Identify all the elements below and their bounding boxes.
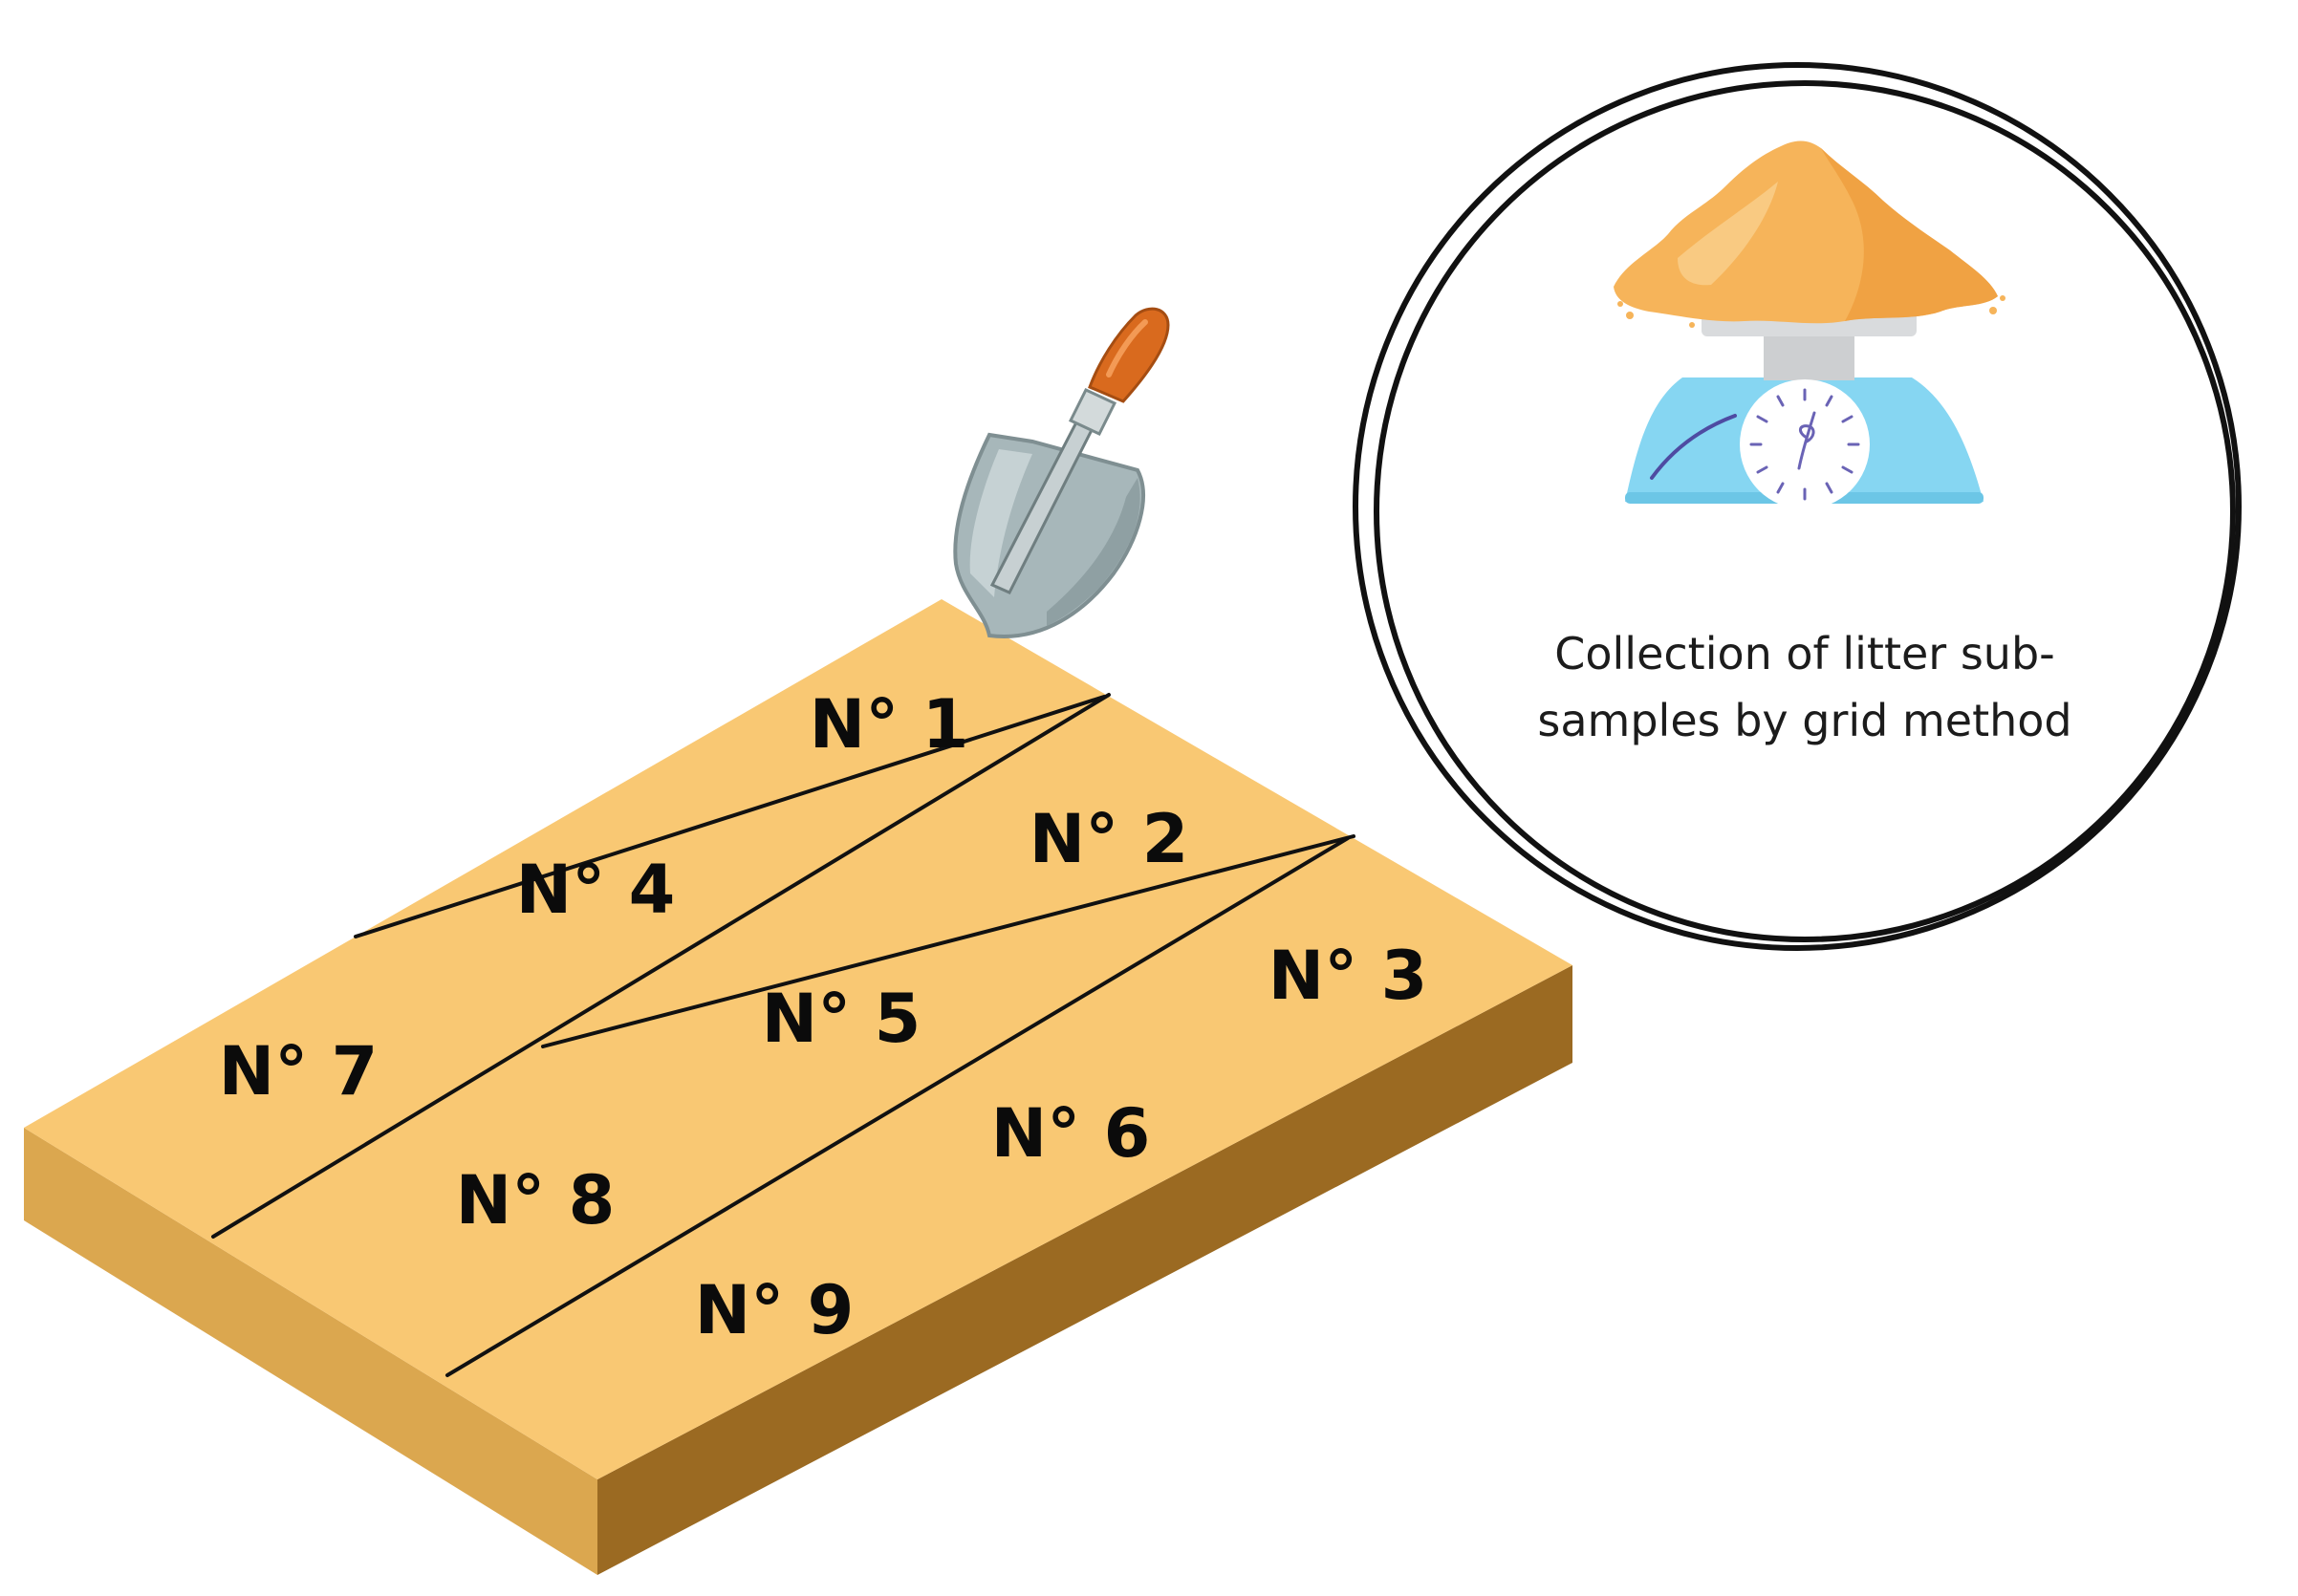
grid-cell-label-8: N° 8 [456, 1161, 616, 1240]
grid-cell-label-1: N° 1 [810, 685, 969, 764]
board-right-face [597, 965, 1572, 1575]
grid-cell-labels: N° 1 N° 2 N° 3 N° 4 N° 5 N° 6 N° 7 N° 8 … [219, 685, 1428, 1349]
grid-cell-label-4: N° 4 [516, 851, 676, 929]
litter-pile-shade [1821, 148, 1998, 321]
callout-ring-outer [1353, 62, 2242, 951]
trowel-handle [1088, 307, 1170, 403]
scale-dial-ticks [1749, 388, 1860, 501]
grid-cell-label-6: N° 6 [991, 1094, 1151, 1173]
trowel-handle-shine [1106, 319, 1148, 377]
grid-lines [211, 693, 1355, 1377]
scale-dial-needle [1797, 411, 1816, 470]
litter-pile-icon [1614, 140, 2005, 328]
grid-cell-label-7: N° 7 [219, 1032, 379, 1111]
trowel-blade-highlight [969, 449, 1032, 597]
litter-specks [1617, 295, 2005, 328]
grid-cell-label-3: N° 3 [1268, 937, 1428, 1015]
caption-line-1: Collection of litter sub- [1554, 628, 2055, 679]
trowel-ferrule [1068, 388, 1117, 436]
board-front-face [24, 1128, 597, 1575]
grid-cell-label-9: N° 9 [695, 1271, 855, 1349]
scale-accent-line [1650, 414, 1737, 480]
grid-line-c [211, 693, 1111, 1239]
callout-circle [1353, 62, 2242, 951]
grid-line-d [445, 836, 1350, 1377]
trowel-blade-shadow [1047, 478, 1140, 626]
callout-ring-inner [1374, 80, 2236, 942]
trowel-icon [953, 307, 1170, 638]
litter-plot-board [24, 599, 1572, 1575]
litter-pile-highlight [1678, 182, 1778, 286]
callout-caption: Collection of litter sub- samples by gri… [1537, 628, 2071, 746]
board-top-face [24, 599, 1572, 1479]
grid-line-b [541, 834, 1355, 1048]
grid-line-a [354, 695, 1106, 938]
caption-line-2: samples by grid method [1537, 695, 2071, 746]
scale-icon [1625, 308, 1984, 509]
grid-cell-label-2: N° 2 [1030, 800, 1189, 878]
grid-cell-label-5: N° 5 [762, 980, 921, 1058]
